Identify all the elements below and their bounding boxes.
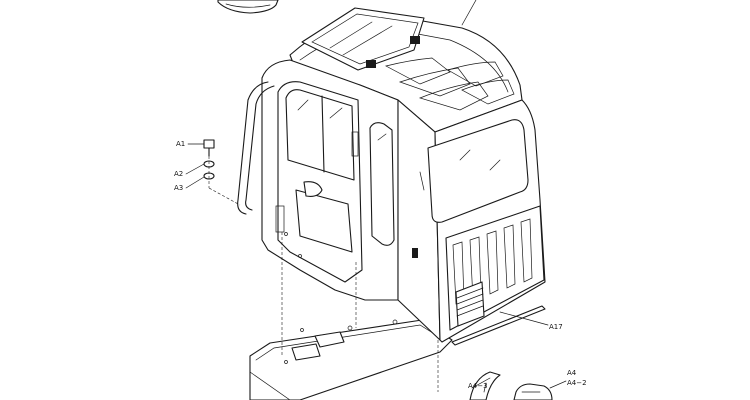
seal-strip xyxy=(451,305,546,346)
cab-door xyxy=(275,81,363,283)
leader-lines xyxy=(185,143,567,393)
callout-labels: A1 A2 A3 A17 A4 A4−2 A4−3 xyxy=(174,140,587,390)
side-light xyxy=(412,248,418,258)
bolt-washer-set xyxy=(203,139,241,206)
lower-bracket-part xyxy=(513,383,553,400)
callout-a4-2: A4−2 xyxy=(567,379,587,387)
bolt-head xyxy=(203,139,215,149)
callout-a2: A2 xyxy=(174,170,183,178)
handrail xyxy=(237,81,275,215)
top-cover-fragment xyxy=(217,0,279,14)
callout-a4: A4 xyxy=(567,369,577,377)
callout-a3: A3 xyxy=(174,184,183,192)
door-latch xyxy=(275,205,285,233)
floor-plate-opening-1 xyxy=(314,331,345,348)
guide-lines xyxy=(281,232,439,392)
floor-plate-opening-2 xyxy=(291,343,321,361)
door-handle xyxy=(303,181,323,197)
sunroof-latch-right xyxy=(410,36,420,44)
front-windshield xyxy=(427,119,529,223)
floor-plate xyxy=(249,319,453,400)
callout-a1: A1 xyxy=(176,140,185,148)
door-lower-panel xyxy=(295,189,353,253)
callout-a17: A17 xyxy=(549,323,563,331)
lower-front-panel xyxy=(445,205,545,331)
air-vent-grille xyxy=(455,281,485,327)
side-rear-window xyxy=(351,122,425,258)
callout-a4-3: A4−3 xyxy=(468,382,488,390)
sunroof-panel xyxy=(301,7,425,71)
top-lead-line xyxy=(461,0,477,26)
sunroof-latch-left xyxy=(366,60,376,68)
